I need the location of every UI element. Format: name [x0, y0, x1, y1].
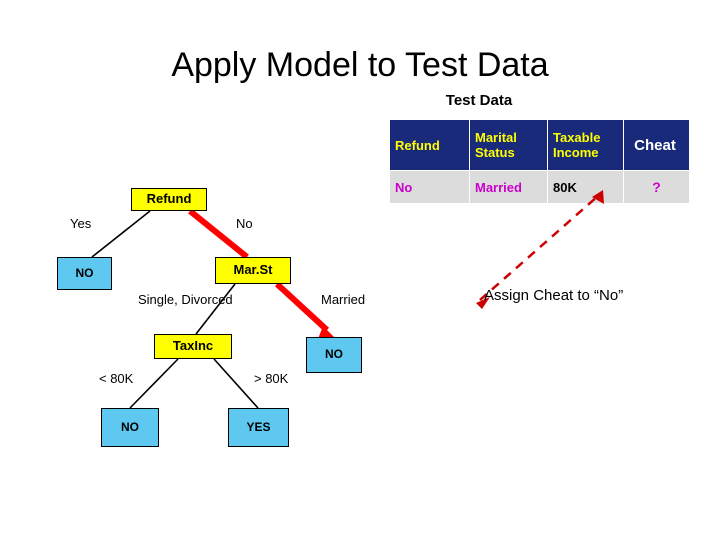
- edge-taxinc-gt80k: [213, 358, 259, 409]
- cell-marital: Married: [469, 170, 548, 204]
- tree-leaf-yes-gt-80k[interactable]: YES: [228, 408, 289, 447]
- tree-node-taxable-income[interactable]: TaxInc: [154, 334, 232, 359]
- tree-node-refund[interactable]: Refund: [131, 188, 207, 211]
- cell-cheat: ?: [623, 170, 690, 204]
- edge-label-lt-80k: < 80K: [99, 371, 134, 386]
- edge-label-yes: Yes: [70, 216, 92, 231]
- edge-label-single-divorced: Single, Divorced: [138, 292, 233, 307]
- edge-label-no: No: [236, 216, 253, 231]
- edge-taxinc-lt80k: [129, 358, 179, 409]
- tree-leaf-no-refund-yes[interactable]: NO: [57, 257, 112, 290]
- tree-leaf-no-married[interactable]: NO: [306, 337, 362, 373]
- edge-label-married: Married: [321, 292, 366, 307]
- cell-income: 80K: [547, 170, 624, 204]
- edge-label-gt-80k: > 80K: [254, 371, 289, 386]
- cell-refund: No: [389, 170, 470, 204]
- column-header-refund: Refund: [389, 119, 470, 171]
- dashed-pointer-to-table: [479, 195, 599, 301]
- tree-node-marital-status[interactable]: Mar.St: [215, 257, 291, 284]
- page-title: Apply Model to Test Data: [171, 46, 549, 84]
- edge-refund-yes: [91, 210, 151, 258]
- table-row: No Married 80K ?: [389, 170, 690, 204]
- edge-marst-married: [274, 281, 330, 333]
- tree-leaf-no-lt-80k[interactable]: NO: [101, 408, 159, 447]
- assign-cheat-annotation: Assign Cheat to “No”: [484, 287, 624, 304]
- column-header-cheat: Cheat: [623, 119, 690, 171]
- test-data-label: Test Data: [445, 92, 513, 109]
